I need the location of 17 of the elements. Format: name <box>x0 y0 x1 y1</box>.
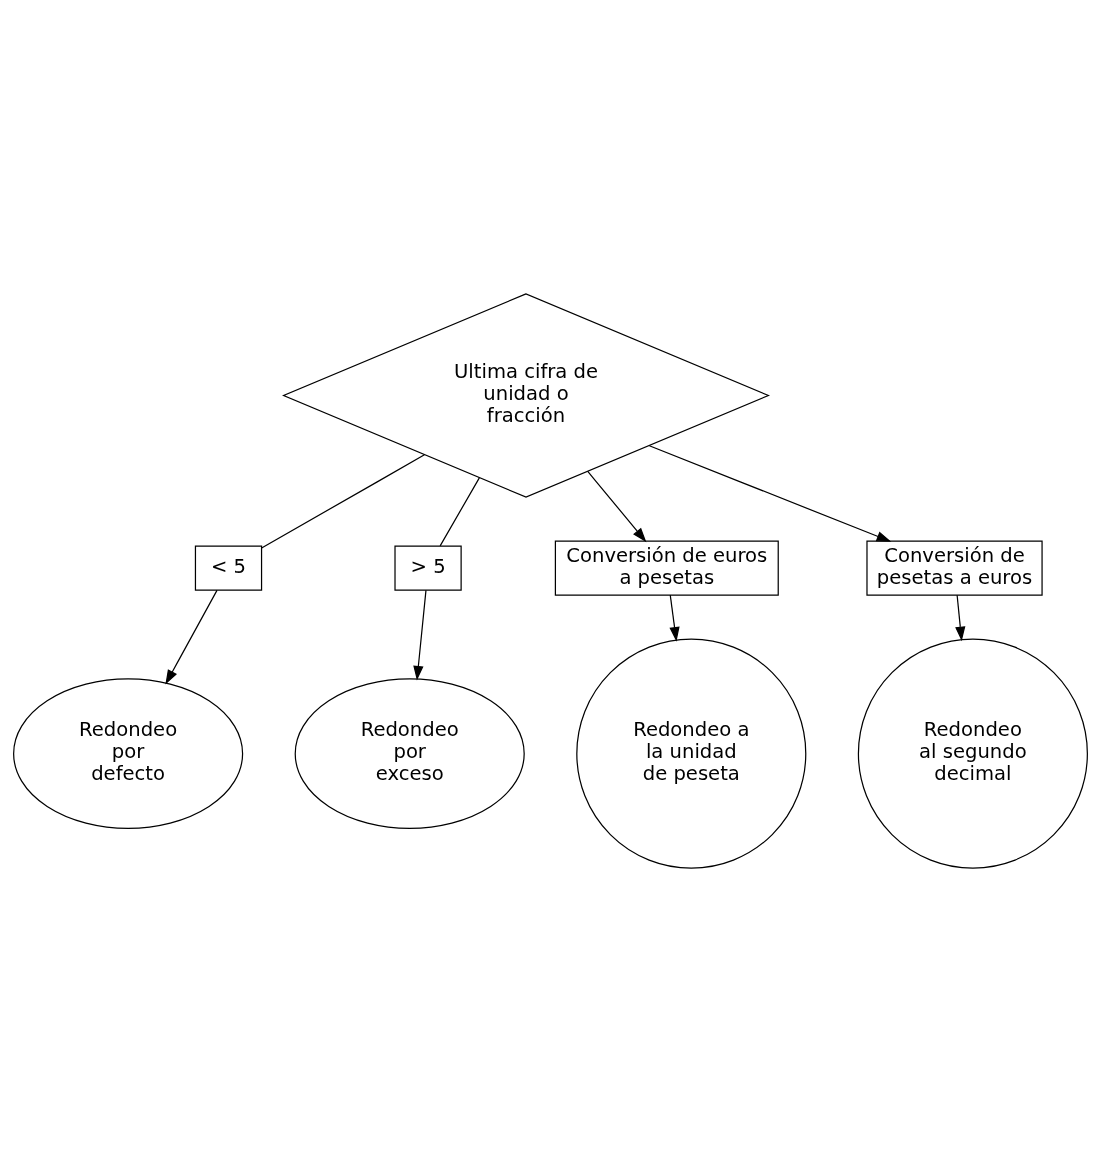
arrow <box>587 470 647 543</box>
connector <box>261 454 426 549</box>
arrow <box>669 594 680 642</box>
arrow <box>413 589 427 681</box>
node-circle: Redondeo a la unidad de peseta <box>576 638 807 869</box>
node-box: > 5 <box>394 545 462 591</box>
node-circle: Redondeo al segundo decimal <box>857 638 1088 869</box>
arrow <box>648 445 892 542</box>
node-box: Conversión de euros a pesetas <box>554 540 779 596</box>
connector <box>439 477 480 547</box>
arrow <box>165 589 218 685</box>
node-diamond: Ultima cifra de unidad o fracción <box>282 293 770 498</box>
node-ellipse: Redondeo por exceso <box>294 678 525 829</box>
arrow <box>955 594 966 642</box>
node-ellipse: Redondeo por defecto <box>13 678 244 829</box>
node-box: Conversión de pesetas a euros <box>866 540 1043 596</box>
node-box: < 5 <box>194 545 263 591</box>
